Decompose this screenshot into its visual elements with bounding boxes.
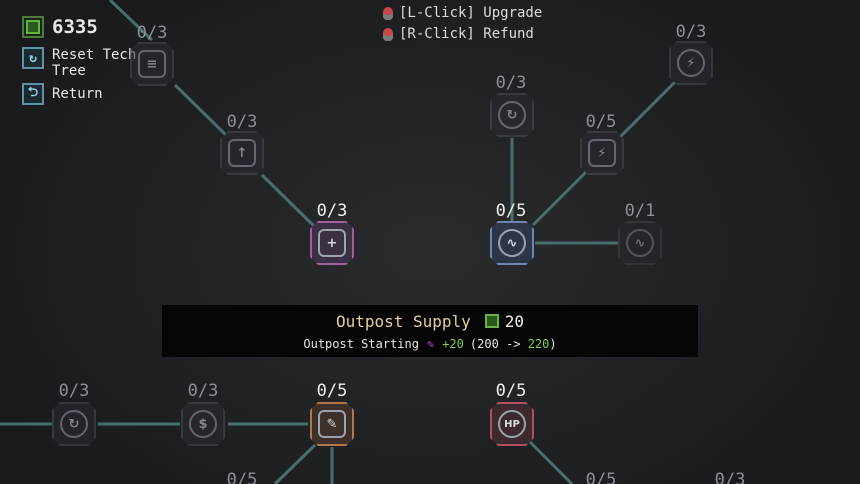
tech-node-pulse-side[interactable]: ∿ (618, 221, 662, 265)
reset-tech-tree-button[interactable]: ↻ Reset Tech Tree (22, 47, 138, 79)
link (528, 440, 574, 484)
battery-charge-icon: ⚡ (588, 139, 616, 167)
return-icon: ⮌ (22, 83, 44, 105)
node-level: 0/5 (585, 470, 617, 484)
currency-display: 6335 (22, 16, 98, 38)
tech-node-energy[interactable]: ⚡ (669, 41, 713, 85)
reset-label: Reset Tech Tree (52, 47, 137, 79)
energy-icon: ⚡ (677, 49, 705, 77)
node-level: 0/3 (675, 22, 707, 42)
node-level: 0/3 (714, 470, 746, 484)
stat-delta: +20 (442, 336, 464, 351)
node-level: 0/3 (226, 112, 258, 132)
return-button[interactable]: ⮌ Return (22, 83, 103, 105)
pulse-upgrade-icon: ∿ (498, 229, 526, 257)
node-level: 0/5 (316, 381, 348, 401)
stat-close: ) (549, 336, 557, 351)
tech-node-refresh[interactable]: ↻ (52, 402, 96, 446)
link (273, 443, 317, 484)
refresh-icon: ↻ (60, 410, 88, 438)
node-level: 0/3 (136, 23, 168, 43)
stat-from: (200 -> (469, 336, 521, 351)
link (108, 0, 154, 42)
node-level: 0/3 (58, 381, 90, 401)
currency-value: 6335 (52, 16, 98, 38)
stat-label: Outpost Starting (303, 336, 419, 351)
storage-upgrade-icon: ≡ (138, 50, 166, 78)
stat-to: 220 (527, 336, 550, 351)
upgrade-tooltip: Outpost Supply 20 Outpost Starting ✎ +20… (162, 305, 698, 357)
refund-hint-text: [R-Click] Refund (399, 26, 534, 42)
tech-node-storage[interactable]: ≡ (130, 42, 174, 86)
tech-node-money[interactable]: $ (181, 402, 225, 446)
link (173, 83, 228, 137)
tech-node-medkit[interactable]: + (310, 221, 354, 265)
link (260, 173, 318, 230)
chip-cost-icon (484, 314, 499, 328)
tech-node-boost[interactable]: ↑ (220, 131, 264, 175)
node-level: 0/5 (495, 201, 527, 221)
node-level: 0/5 (495, 381, 527, 401)
link (618, 80, 677, 139)
return-label: Return (52, 86, 103, 102)
upgrade-arrow-icon: ↑ (228, 139, 256, 167)
tech-node-pulse[interactable]: ∿ (490, 221, 534, 265)
node-level: 0/5 (585, 112, 617, 132)
supply-feather-icon: ✎ (318, 410, 346, 438)
tech-node-battery[interactable]: ⚡ (580, 131, 624, 175)
chip-currency-icon (22, 16, 44, 38)
cycle-icon: ↻ (498, 101, 526, 129)
tech-node-outpost-supply[interactable]: ✎ (310, 402, 354, 446)
tech-node-cycle[interactable]: ↻ (490, 93, 534, 137)
upgrade-hint-text: [L-Click] Upgrade (399, 5, 543, 21)
hp-icon: HP (498, 410, 526, 438)
link (531, 170, 588, 227)
feather-stat-icon: ✎ (426, 336, 435, 351)
tooltip-title: Outpost Supply (335, 311, 471, 331)
reset-icon: ↻ (22, 47, 44, 69)
node-level: 0/3 (495, 73, 527, 93)
refund-hint: [R-Click] Refund (383, 26, 534, 42)
medkit-icon: + (318, 229, 346, 257)
tooltip-cost: 20 (504, 311, 525, 331)
upgrade-hint: [L-Click] Upgrade (383, 5, 542, 21)
tech-node-hp[interactable]: HP (490, 402, 534, 446)
node-level: 0/3 (316, 201, 348, 221)
pulse-icon: ∿ (626, 229, 654, 257)
left-mouse-icon (383, 6, 393, 20)
node-level: 0/5 (226, 470, 258, 484)
right-mouse-icon (383, 27, 393, 41)
money-icon: $ (189, 410, 217, 438)
node-level: 0/1 (624, 201, 656, 221)
node-level: 0/3 (187, 381, 219, 401)
